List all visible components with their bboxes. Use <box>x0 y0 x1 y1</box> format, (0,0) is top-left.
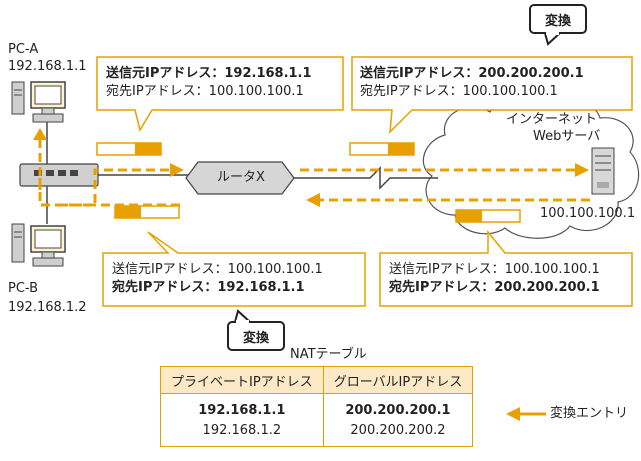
callout-c-source: 送信元IPアドレス：100.100.100.1 <box>112 262 323 277</box>
pc-a-ip: 192.168.1.1 <box>8 59 87 74</box>
nat-cell-global: 200.200.200.1 <box>322 393 474 420</box>
callout-d: 送信元IPアドレス：100.100.100.1 宛先IPアドレス：200.200… <box>389 261 600 297</box>
nat-cell-global: 200.200.200.2 <box>322 420 474 447</box>
callout-c: 送信元IPアドレス：100.100.100.1 宛先IPアドレス：192.168… <box>112 261 323 297</box>
web-server-icon <box>591 147 615 195</box>
callout-a: 送信元IPアドレス：192.168.1.1 宛先IPアドレス：100.100.1… <box>106 65 312 101</box>
callout-d-source: 送信元IPアドレス：100.100.100.1 <box>389 262 600 277</box>
callout-a-source: 送信元IPアドレス：192.168.1.1 <box>106 66 312 81</box>
callout-b-source: 送信元IPアドレス：200.200.200.1 <box>360 66 584 81</box>
conversion-entry-label: 変換エントリ <box>550 406 629 421</box>
callout-a-box <box>96 56 344 132</box>
web-server-ip: 100.100.100.1 <box>540 206 636 221</box>
callout-c-destination: 宛先IPアドレス：192.168.1.1 <box>112 280 305 295</box>
pc-b-icon <box>11 223 66 267</box>
flow-request-left <box>38 168 170 207</box>
conversion-badge-bottom-shape <box>227 309 285 351</box>
web-server-label: Webサーバ <box>533 129 601 144</box>
callout-b-destination: 宛先IPアドレス：100.100.100.1 <box>360 84 558 99</box>
callout-d-box <box>379 229 633 307</box>
callout-b: 送信元IPアドレス：200.200.200.1 宛先IPアドレス：100.100… <box>360 65 584 101</box>
nat-row: 192.168.1.1 200.200.200.1 <box>160 393 474 420</box>
conversion-badge-bottom: 変換 <box>242 331 269 346</box>
nat-cell-private: 192.168.1.2 <box>160 420 324 447</box>
internet-label: インターネット <box>506 112 598 127</box>
conversion-badge-top: 変換 <box>544 14 571 29</box>
callout-d-destination: 宛先IPアドレス：200.200.200.1 <box>389 280 600 295</box>
packet-icon-1 <box>96 142 162 156</box>
packet-icon-2 <box>349 142 415 156</box>
pc-b-ip: 192.168.1.2 <box>8 300 87 315</box>
pc-a-icon <box>11 81 66 123</box>
callout-a-destination: 宛先IPアドレス：100.100.100.1 <box>106 84 304 99</box>
packet-icon-4 <box>455 209 521 223</box>
packet-icon-3 <box>114 205 180 219</box>
callout-b-box <box>351 56 633 134</box>
nat-header-private: プライベートIPアドレス <box>160 366 324 394</box>
conversion-badge-top-shape <box>529 4 587 46</box>
nat-cell-private: 192.168.1.1 <box>160 393 324 420</box>
pc-a-name: PC-A <box>8 42 39 57</box>
nat-header-global: グローバルIPアドレス <box>322 366 474 394</box>
router-label: ルータX <box>217 170 265 185</box>
router-shape <box>185 161 295 195</box>
nat-table-title: NATテーブル <box>290 347 367 362</box>
callout-c-box <box>102 231 366 307</box>
nat-row: 192.168.1.2 200.200.200.2 <box>160 420 474 447</box>
pc-b-name: PC-B <box>8 281 39 296</box>
nat-table: プライベートIPアドレス グローバルIPアドレス 192.168.1.1 200… <box>160 366 474 447</box>
switch-hub-icon <box>19 163 99 187</box>
